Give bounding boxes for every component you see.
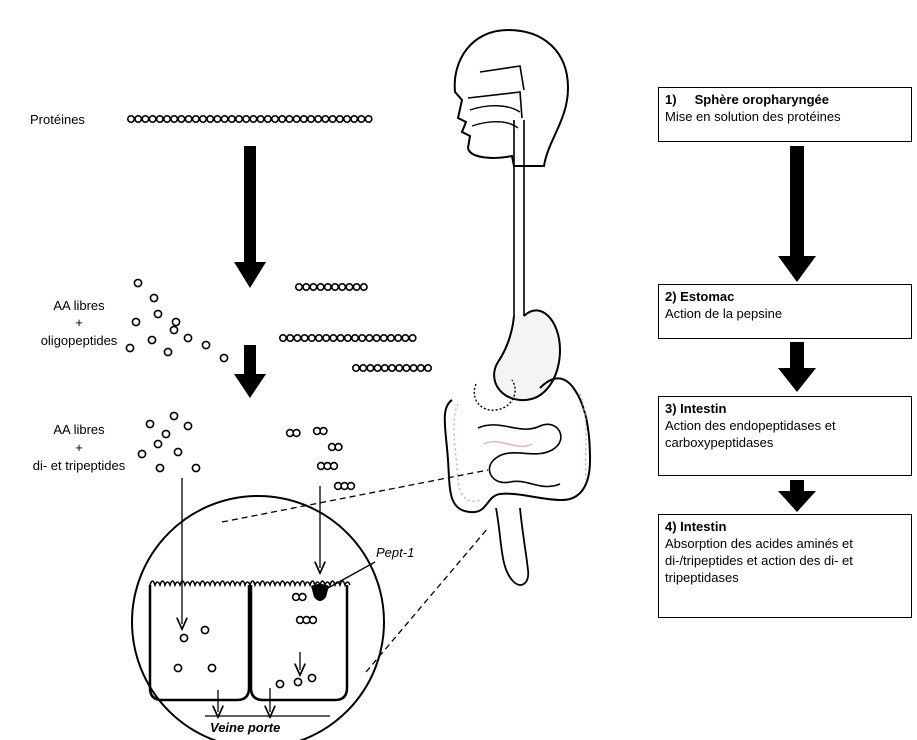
enterocyte-cell-1 <box>150 585 249 700</box>
step-3-desc: Action des endopeptidases et carboxypept… <box>665 417 905 451</box>
step-arrow-1 <box>778 146 816 282</box>
stomach <box>494 310 560 400</box>
label-aa-free-2: AA libres <box>53 422 105 437</box>
digestion-arrow-1 <box>234 146 266 288</box>
step-4-desc: Absorption des acides aminés et di-/trip… <box>665 535 905 586</box>
step-1-title: 1) Sphère oropharyngée <box>665 91 905 108</box>
digestion-arrow-2 <box>234 345 266 398</box>
rectum <box>496 508 528 585</box>
step-2-title: 2) Estomac <box>665 288 905 305</box>
step-arrow-3 <box>778 480 816 512</box>
step-1-desc: Mise en solution des protéines <box>665 108 905 125</box>
enterocyte-magnified-view: Pept-1 Veine porte <box>132 496 414 740</box>
step-box-intestine-1: 3) Intestin Action des endopeptidases et… <box>658 396 912 476</box>
oesophagus <box>514 120 524 316</box>
label-di-tripeptides: di- et tripeptides <box>33 458 126 473</box>
step-arrow-2 <box>778 342 816 392</box>
label-pept1: Pept-1 <box>376 545 414 560</box>
step-3-title: 3) Intestin <box>665 400 905 417</box>
digestive-system-illustration <box>445 30 590 585</box>
label-aa-free-1: AA libres <box>53 298 105 313</box>
pept1-pointer <box>328 562 375 588</box>
label-oligopeptides: oligopeptides <box>41 333 118 348</box>
step-box-stomach: 2) Estomac Action de la pepsine <box>658 284 912 339</box>
pept1-transporter-icon <box>311 584 329 601</box>
step-2-desc: Action de la pepsine <box>665 305 905 322</box>
label-proteins: Protéines <box>30 112 85 127</box>
step-box-oropharyngeal: 1) Sphère oropharyngée Mise en solution … <box>658 87 912 142</box>
step-box-intestine-2: 4) Intestin Absorption des acides aminés… <box>658 514 912 618</box>
label-plus-1: + <box>75 315 83 330</box>
label-portal-vein: Veine porte <box>210 720 280 735</box>
step-4-title: 4) Intestin <box>665 518 905 535</box>
label-plus-2: + <box>75 440 83 455</box>
